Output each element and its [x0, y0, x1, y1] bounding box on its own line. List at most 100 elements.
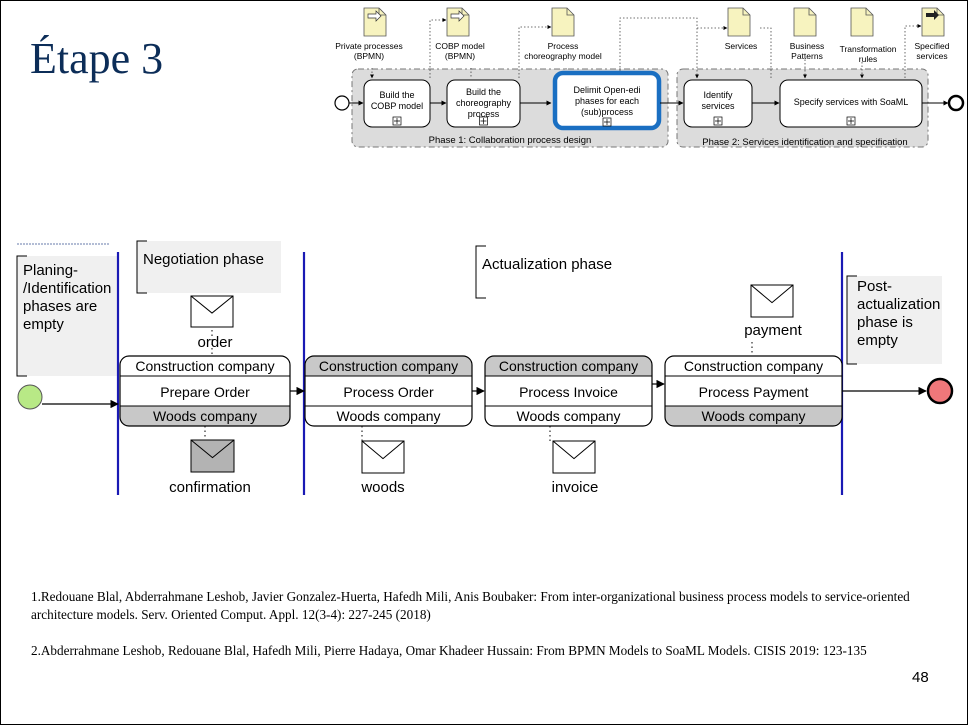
- participant-bottom-label: Woods company: [153, 408, 257, 424]
- references: 1.Redouane Blal, Abderrahmane Leshob, Ja…: [31, 588, 941, 679]
- start-event: [334, 95, 350, 111]
- annotation-planning-text: Planing-: [23, 262, 78, 279]
- participant-bottom-label: Woods company: [701, 408, 805, 424]
- task-label: process: [468, 109, 500, 119]
- artifact-label: Business: [790, 41, 825, 51]
- artifact-label: Patterns: [791, 51, 823, 61]
- participant-band-bottom: [485, 406, 652, 426]
- annotation-planning-text: /Identification: [23, 280, 111, 297]
- artifact-label: COBP model: [435, 41, 485, 51]
- annotation-planning-text: empty: [23, 316, 64, 333]
- annotation-post-text: Post-: [857, 278, 892, 295]
- phase-2-label: Phase 2: Services identification and spe…: [702, 137, 907, 148]
- slide-title: Étape 3: [30, 34, 164, 83]
- artifact-label: Process: [548, 41, 579, 51]
- end-event: [947, 94, 965, 112]
- task-box: [552, 70, 662, 131]
- task-label: (sub)process: [581, 107, 634, 117]
- message-envelope-icon: [750, 284, 794, 318]
- choreography-task-border: [664, 355, 843, 427]
- participant-band-bottom: [305, 406, 472, 426]
- annotation-post-box: [847, 276, 942, 364]
- message-envelope-icon: [552, 440, 596, 474]
- participant-top-label: Construction company: [499, 358, 638, 374]
- task-label: Build the: [466, 87, 501, 97]
- artifact-label: rules: [859, 54, 877, 64]
- task-label: COBP model: [371, 101, 423, 111]
- annotation-negotiation-text: Negotiation phase: [143, 251, 264, 268]
- choreography-task-border: [484, 355, 653, 427]
- task-name: Process Order: [343, 384, 434, 400]
- participant-band-bottom: [665, 406, 842, 426]
- artifact-label: Services: [725, 41, 758, 51]
- participant-band-bottom: [120, 406, 290, 426]
- task-label: Specify services with SoaML: [794, 97, 909, 107]
- choreography-task: [120, 356, 290, 426]
- participant-bottom-label: Woods company: [336, 408, 440, 424]
- message-label-order: order: [197, 334, 232, 351]
- page-number: 48: [912, 669, 929, 686]
- participant-top-label: Construction company: [684, 358, 823, 374]
- message-envelope-icon: [190, 295, 234, 328]
- annotation-actualization-text: Actualization phase: [482, 256, 612, 273]
- annotation-post-text: actualization: [857, 296, 940, 313]
- task-label: phases for each: [575, 96, 639, 106]
- artifact-label: services: [916, 51, 947, 61]
- input-arrow-icon: [367, 10, 382, 22]
- message-envelope-icon: [361, 440, 405, 474]
- output-arrow-icon: [926, 10, 939, 20]
- message-label-invoice: invoice: [552, 479, 599, 496]
- data-artifact-icon: [446, 7, 470, 37]
- data-artifact-icon: [551, 7, 575, 37]
- reference-2: 2.Abderrahmane Leshob, Redouane Blal, Ha…: [31, 643, 867, 658]
- choreography-task-border: [304, 355, 473, 427]
- task-label: choreography: [456, 98, 512, 108]
- task-label: Identify: [703, 90, 733, 100]
- artifact-label: (BPMN): [354, 51, 384, 61]
- association: [760, 27, 772, 78]
- annotation-planning-text: phases are: [23, 298, 97, 315]
- artifact-label: Private processes: [335, 41, 403, 51]
- message-envelope-icon: [190, 439, 235, 473]
- participant-bottom-label: Woods company: [516, 408, 620, 424]
- participant-band-top: [665, 356, 842, 376]
- participant-band-top: [305, 356, 472, 376]
- choreography-task: [305, 356, 472, 426]
- start-event: [17, 384, 43, 410]
- input-arrow-icon: [450, 10, 465, 22]
- data-artifact-icon: [850, 7, 874, 37]
- participant-top-label: Construction company: [135, 358, 274, 374]
- task-label: services: [701, 101, 735, 111]
- task-label: Build the: [379, 90, 414, 100]
- task-name: Process Payment: [699, 384, 809, 400]
- association: [619, 17, 699, 79]
- artifact-label: Transformation: [840, 44, 897, 54]
- reference-1: 1.Redouane Blal, Abderrahmane Leshob, Ja…: [31, 589, 910, 622]
- annotation-post-text: phase is: [857, 314, 913, 331]
- participant-band-top: [485, 356, 652, 376]
- data-artifact-icon: [921, 7, 945, 37]
- message-label-confirmation: confirmation: [169, 479, 251, 496]
- annotation-post-text: empty: [857, 332, 898, 349]
- message-label-payment: payment: [744, 322, 802, 339]
- task-name: Process Invoice: [519, 384, 618, 400]
- data-artifact-icon: [363, 7, 387, 37]
- artifact-label: (BPMN): [445, 51, 475, 61]
- participant-top-label: Construction company: [319, 358, 458, 374]
- message-label-woods: woods: [360, 479, 404, 496]
- artifact-label: choreography model: [524, 51, 602, 61]
- end-event: [926, 377, 954, 405]
- annotation-negotiation-box: [137, 241, 281, 293]
- data-artifact-icon: [793, 7, 817, 37]
- choreography-task: [665, 356, 842, 426]
- task-name: Prepare Order: [160, 384, 250, 400]
- choreography-task: [485, 356, 652, 426]
- data-artifact-icon: [727, 7, 751, 37]
- annotation-planning-box: [17, 256, 117, 376]
- artifact-label: Specified: [915, 41, 950, 51]
- participant-band-top: [120, 356, 290, 376]
- task-label: Delimit Open-edi: [573, 85, 640, 95]
- phase-1-label: Phase 1: Collaboration process design: [429, 135, 592, 146]
